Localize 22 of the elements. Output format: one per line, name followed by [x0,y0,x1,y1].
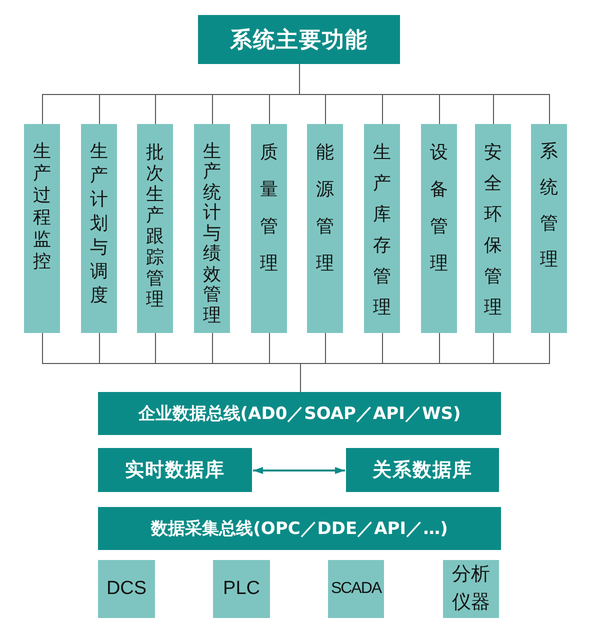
function-box: 生产库存管理 [364,124,400,333]
double-arrow [253,467,345,474]
device-box: PLC [213,560,270,618]
device-box: 分析仪器 [443,560,499,618]
device-box: DCS [98,560,155,618]
function-box: 系统管理 [531,124,567,333]
function-box: 生产计划与调度 [81,124,117,333]
function-box: 能源管理 [307,124,343,333]
connector-line [299,64,550,124]
heading-box: 系统主要功能 [198,15,400,64]
function-box: 安全环保管理 [475,124,511,333]
function-box: 设备管理 [421,124,457,333]
database-box: 关系数据库 [346,448,499,492]
connector-line [300,332,550,392]
bus-band: 数据采集总线(OPC／DDE／API／…) [98,507,501,550]
function-box: 批次生产跟踪管理 [137,124,173,333]
function-box: 生产统计与绩效管理 [194,124,230,333]
database-box: 实时数据库 [98,448,252,492]
bus-band: 企业数据总线(AD0／SOAP／API／WS) [98,392,501,435]
function-box: 质量管理 [251,124,287,333]
function-box: 生产过程监控 [24,124,60,333]
device-box: SCADA [328,560,384,618]
